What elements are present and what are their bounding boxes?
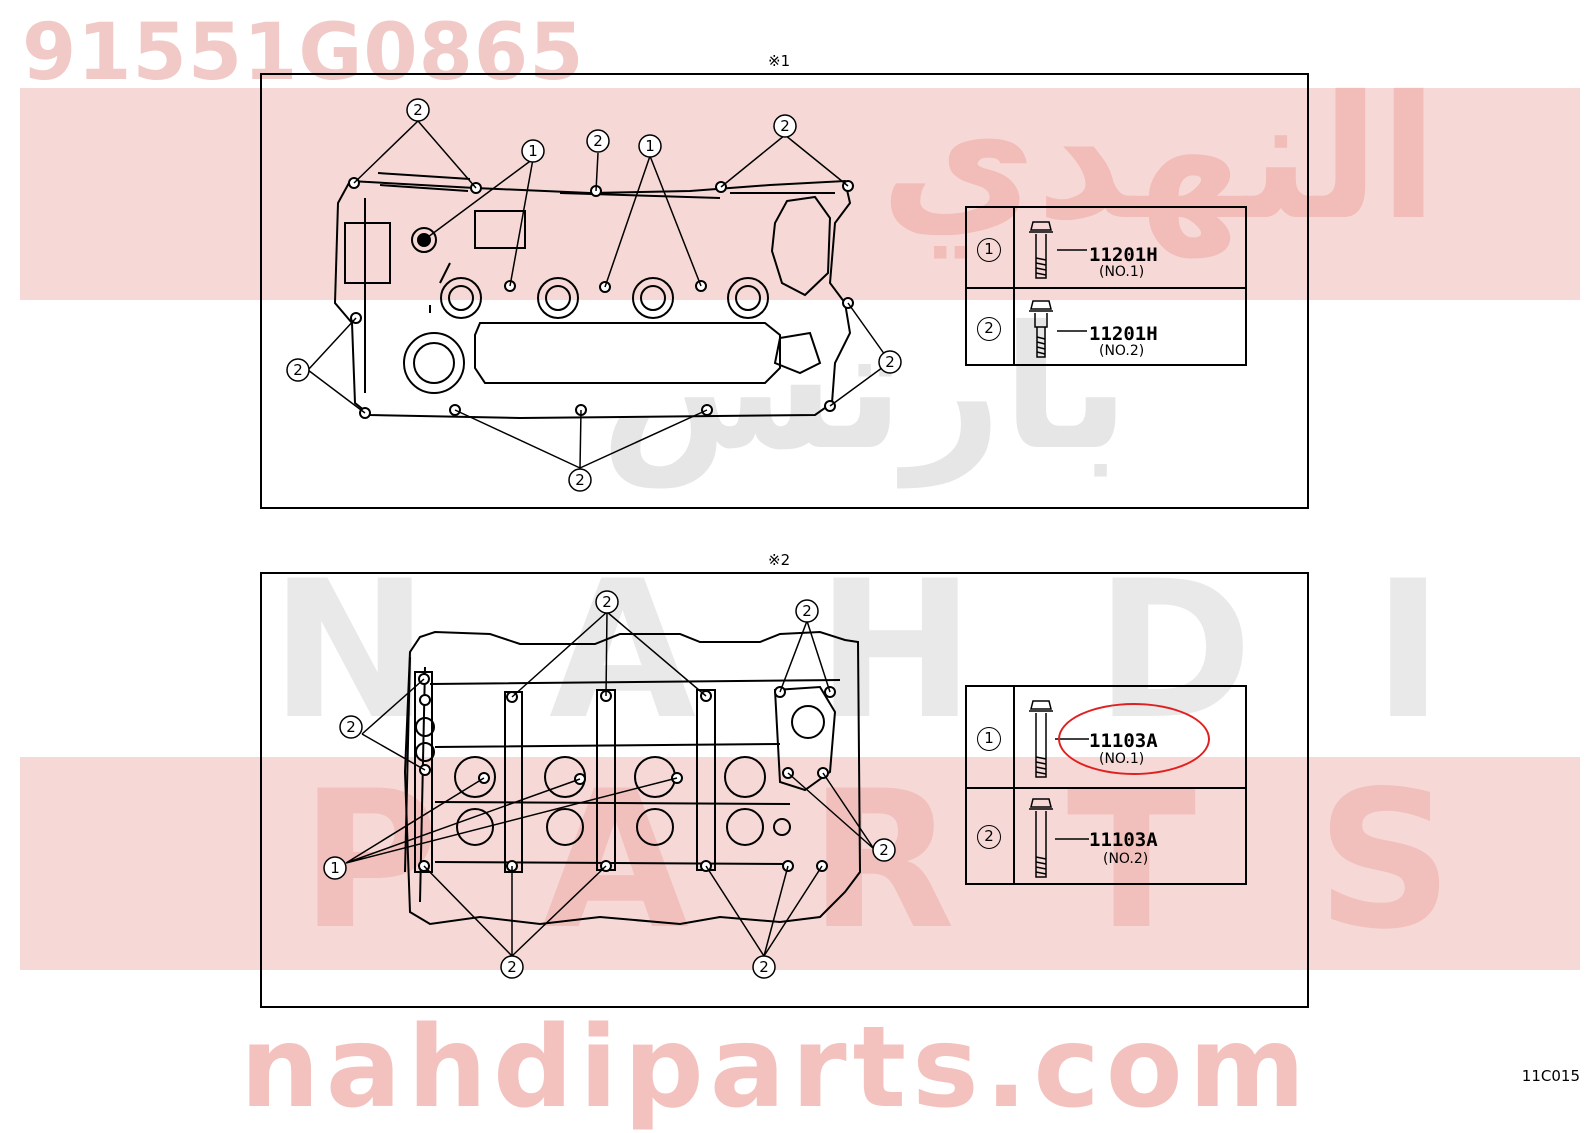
callout-2: 2 xyxy=(752,955,776,979)
row-index: 1 xyxy=(977,727,1001,751)
svg-text:2: 2 xyxy=(346,718,356,736)
svg-text:2: 2 xyxy=(507,958,517,976)
long-flange-bolt-icon xyxy=(1029,798,1053,878)
callout-1: 1 xyxy=(521,139,545,163)
figure2-title: ※2 xyxy=(768,551,791,569)
figure1-cam-housing-diagram: 2 2 1 1 2 2 2 2 xyxy=(286,98,902,492)
svg-text:2: 2 xyxy=(593,132,603,150)
part-number: 11201H xyxy=(1089,244,1158,266)
svg-text:2: 2 xyxy=(802,602,812,620)
callout-2: 2 xyxy=(595,590,619,614)
diagram-code: 11C015 xyxy=(1521,1067,1580,1085)
callout-2: 2 xyxy=(773,114,797,138)
callout-2: 2 xyxy=(339,715,363,739)
flange-bolt-icon xyxy=(1029,221,1053,279)
part-label: (NO.2) xyxy=(1103,851,1149,867)
callout-1: 1 xyxy=(323,856,347,880)
figure2-row-2: 2 11103A (NO.2) xyxy=(967,787,1245,885)
figure2-frame xyxy=(260,572,1309,1008)
svg-text:1: 1 xyxy=(645,137,655,155)
svg-text:2: 2 xyxy=(780,117,790,135)
svg-text:2: 2 xyxy=(293,361,303,379)
callout-2: 2 xyxy=(878,350,902,374)
svg-text:2: 2 xyxy=(575,471,585,489)
figure1-row-2: 2 11201H (NO.2) xyxy=(967,287,1245,366)
callout-2: 2 xyxy=(286,358,310,382)
callout-2: 2 xyxy=(568,468,592,492)
flange-bolt-icon xyxy=(1029,300,1053,358)
svg-text:2: 2 xyxy=(602,593,612,611)
figure2-cylinder-head-diagram: 2 2 2 1 2 2 2 xyxy=(323,590,896,979)
callout-2: 2 xyxy=(795,599,819,623)
callout-2: 2 xyxy=(872,838,896,862)
svg-text:2: 2 xyxy=(879,841,889,859)
row-index: 1 xyxy=(977,238,1001,262)
svg-text:1: 1 xyxy=(330,859,340,877)
watermark-url: nahdiparts.com xyxy=(240,1003,1312,1133)
part-number: 11103A xyxy=(1089,829,1158,851)
watermark-part-number: 91551G0865 xyxy=(22,8,585,98)
part-label: (NO.2) xyxy=(1099,343,1145,359)
svg-text:2: 2 xyxy=(413,101,423,119)
row-index: 2 xyxy=(977,825,1001,849)
figure1-row-1: 1 11201H (NO.1) xyxy=(967,208,1245,287)
callout-1: 1 xyxy=(638,134,662,158)
figure1-frame xyxy=(260,73,1309,509)
figure1-title: ※1 xyxy=(768,52,791,70)
long-flange-bolt-icon xyxy=(1029,700,1053,778)
figure1-parts-table: 1 11201H (NO.1) 2 11201H (NO.2) xyxy=(965,206,1247,366)
svg-text:2: 2 xyxy=(885,353,895,371)
watermark-band-bottom xyxy=(20,757,1580,970)
watermark-brand-top: NAHDI xyxy=(270,540,1564,761)
svg-text:1: 1 xyxy=(528,142,538,160)
part-number: 11201H xyxy=(1089,323,1158,345)
row-index: 2 xyxy=(977,317,1001,341)
watermark-arabic-top: النهدي xyxy=(880,60,1438,258)
callout-2: 2 xyxy=(500,955,524,979)
svg-text:2: 2 xyxy=(759,958,769,976)
part-label: (NO.1) xyxy=(1099,264,1145,280)
highlight-ellipse xyxy=(1058,703,1210,775)
callout-2: 2 xyxy=(586,129,610,153)
callout-2: 2 xyxy=(406,98,430,122)
